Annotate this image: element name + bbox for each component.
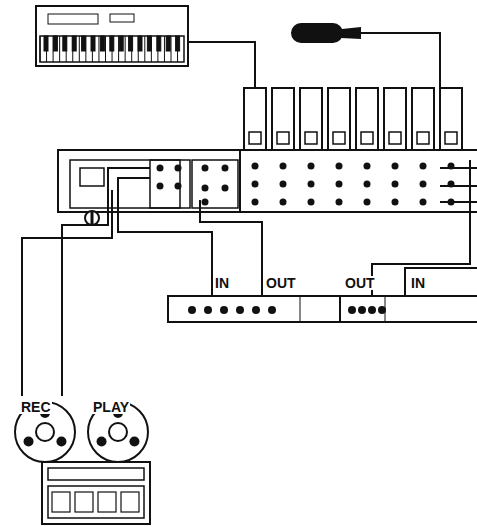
synthesizer bbox=[36, 6, 188, 66]
mixer-inputs bbox=[244, 88, 462, 150]
jack-label: OUT bbox=[344, 276, 376, 290]
jack-label: PLAY bbox=[92, 400, 130, 414]
jack-label: REC bbox=[20, 400, 52, 414]
return-cable bbox=[200, 200, 262, 296]
output-cable bbox=[440, 168, 477, 202]
mixer bbox=[58, 150, 477, 225]
jack-label: IN bbox=[214, 276, 230, 290]
microphone bbox=[292, 24, 440, 88]
jack-label: OUT bbox=[265, 276, 297, 290]
send-cable bbox=[118, 178, 212, 296]
effects-units bbox=[168, 296, 477, 322]
send-cable bbox=[405, 268, 477, 296]
keyboard-cable bbox=[188, 42, 255, 88]
rec-cable bbox=[22, 190, 112, 396]
tape-recorder bbox=[15, 402, 150, 524]
play-cable bbox=[62, 168, 150, 396]
return-cable bbox=[372, 160, 470, 296]
jack-label: IN bbox=[410, 276, 426, 290]
